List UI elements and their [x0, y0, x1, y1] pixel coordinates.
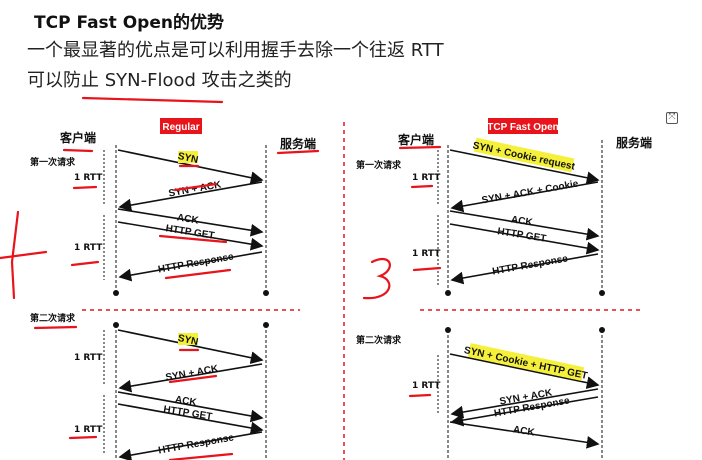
line-shape	[117, 221, 264, 251]
line-shape	[449, 149, 600, 185]
path-shape	[68, 435, 98, 440]
circle-shape	[263, 322, 269, 328]
reg2-msg-3: ACK	[174, 394, 198, 408]
rect-shape	[473, 137, 575, 173]
circle-shape	[113, 322, 119, 328]
regular-rtt-1: 1 RTT	[74, 173, 103, 183]
path-shape	[33, 325, 78, 330]
fo-msg-4: HTTP GET	[497, 226, 547, 245]
line-shape	[449, 353, 600, 389]
line-shape	[118, 181, 263, 212]
rect-shape	[178, 333, 198, 345]
line-shape	[450, 181, 599, 213]
path-shape	[164, 268, 232, 280]
rect-shape	[467, 343, 585, 381]
line-shape	[118, 251, 263, 282]
subtitle-line-1: 一个最显著的优点是可以利用握手去除一个往返 RTT	[27, 40, 444, 61]
regular-server-label: 服务端	[280, 136, 316, 151]
reg-msg-3: ACK	[176, 212, 200, 226]
fo-msg-5: HTTP Response	[491, 253, 569, 277]
circle-shape	[599, 327, 605, 333]
path-shape	[70, 260, 100, 267]
fo2-msg-4: ACK	[512, 424, 536, 438]
regular-rtt-4: 1 RTT	[74, 425, 103, 435]
expand-icon[interactable]: ⤧	[666, 112, 678, 124]
regular-tag-text: Regular	[162, 122, 199, 133]
fo2-msg-1: SYN + Cookie + HTTP GET	[463, 345, 589, 382]
path-shape	[168, 452, 234, 460]
regular-rtt-3: 1 RTT	[74, 353, 103, 363]
circle-shape	[445, 327, 451, 333]
line-shape	[117, 391, 264, 423]
fastopen-rtt-3: 1 RTT	[412, 381, 441, 391]
regular-first-request: 第一次请求	[30, 156, 76, 168]
circle-shape	[113, 290, 119, 296]
fastopen-client-label: 客户端	[397, 132, 434, 147]
line-shape	[118, 363, 263, 393]
path-shape	[362, 258, 391, 300]
line-shape	[118, 431, 263, 460]
handwritten-marks	[0, 145, 442, 460]
fastopen-tag-text: TCP Fast Open	[487, 122, 559, 133]
reg2-msg-1: SYN	[177, 333, 199, 348]
regular-rtt-2: 1 RTT	[74, 243, 103, 253]
path-shape	[412, 266, 442, 272]
line-shape	[450, 396, 599, 427]
line-shape	[449, 421, 600, 449]
circle-shape	[599, 290, 605, 296]
line-shape	[117, 403, 264, 435]
regular-client-label: 客户端	[59, 130, 96, 145]
circle-shape	[445, 290, 451, 296]
path-shape	[408, 393, 432, 398]
path-shape	[62, 148, 94, 153]
fastopen-first-request: 第一次请求	[356, 159, 402, 171]
fo-msg-3: ACK	[510, 214, 534, 228]
path-shape	[158, 234, 228, 244]
circle-shape	[263, 290, 269, 296]
line-shape	[450, 253, 599, 285]
rect-shape	[178, 151, 198, 163]
subtitle-line-2: 可以防止 SYN-Flood 攻击之类的	[27, 70, 292, 91]
reg2-msg-5: HTTP Response	[157, 432, 235, 456]
path-shape	[398, 145, 442, 150]
fastopen-rtt-2: 1 RTT	[412, 249, 441, 259]
path-shape	[276, 149, 320, 155]
fo-msg-2: SYN + ACK + Cookie	[481, 178, 580, 206]
path-shape	[10, 210, 20, 300]
page-title: TCP Fast Open的优势	[34, 13, 224, 33]
path-shape	[410, 184, 434, 189]
line-shape	[449, 223, 600, 255]
path-shape	[0, 250, 48, 260]
fastopen-tag	[488, 118, 558, 134]
regular-tag	[160, 118, 202, 134]
path-shape	[72, 185, 98, 190]
line-shape	[450, 388, 599, 419]
fastopen-second-request: 第二次请求	[356, 334, 402, 346]
fastopen-rtt-1: 1 RTT	[412, 173, 441, 183]
path-shape	[173, 182, 218, 192]
line-shape	[449, 210, 600, 241]
path-shape	[168, 374, 218, 384]
regular-second-request: 第二次请求	[30, 312, 76, 324]
reg-msg-1: SYN	[177, 151, 199, 166]
fastopen-server-label: 服务端	[616, 135, 652, 150]
underline-mark	[81, 96, 224, 104]
line-shape	[117, 208, 264, 237]
